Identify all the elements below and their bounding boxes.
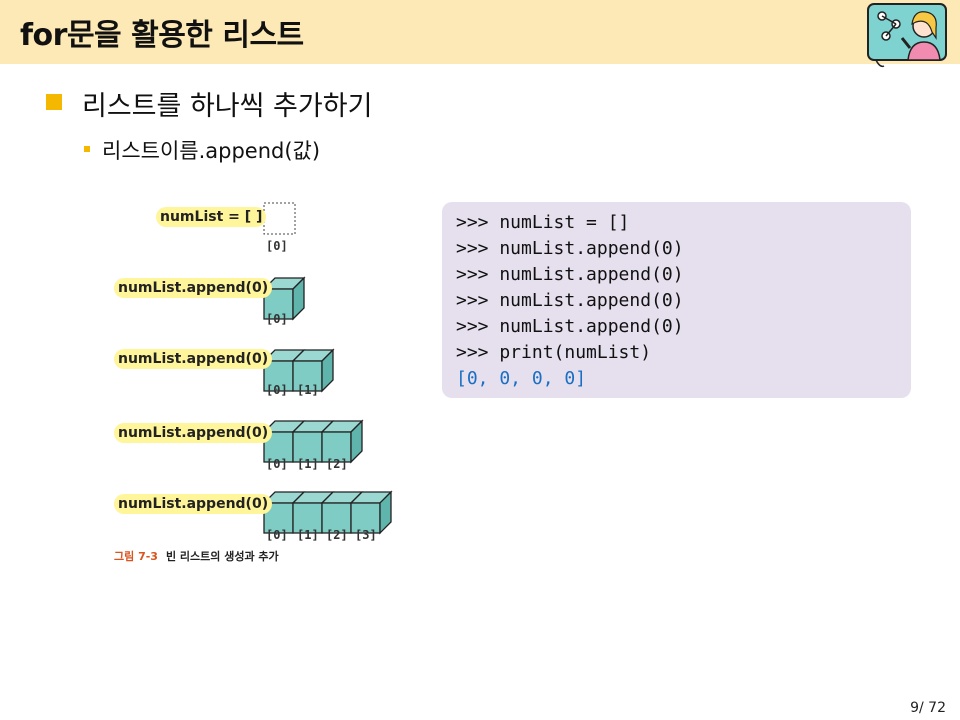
bullet-text-level2: 리스트이름.append(값) [102,139,321,163]
presenter-illustration-icon [867,3,947,68]
code-line: >>> numList.append(0) [456,238,684,259]
list-index-label: [0] [266,457,288,471]
list-element-cube [291,420,335,463]
list-index-label: [1] [297,457,319,471]
list-index-label: [1] [297,528,319,542]
list-element-cube [262,420,306,463]
list-element-cube [320,491,364,534]
list-element-cube [320,419,364,464]
figure-row-label: numList = [ ] [156,207,267,227]
figure-caption-text: 빈 리스트의 생성과 추가 [165,550,279,563]
list-element-cube [291,491,335,534]
code-line: >>> numList = [] [456,212,630,233]
list-index-label: [0] [266,312,288,326]
code-line: >>> numList.append(0) [456,290,684,311]
code-line: >>> numList.append(0) [456,264,684,285]
list-index-label: [0] [266,528,288,542]
figure-row-label: numList.append(0) [114,423,273,443]
bullet-square-small-icon [84,146,90,152]
list-index-label: [0] [266,239,288,253]
list-index-label: [1] [297,383,319,397]
figure-row-label: numList.append(0) [114,349,273,369]
code-block: >>> numList = [] >>> numList.append(0) >… [442,202,911,398]
bullet-text-level1: 리스트를 하나씩 추가하기 [82,91,373,122]
slide-title: for문을 활용한 리스트 [20,18,304,53]
list-element-cube [291,348,335,393]
figure-row-label: numList.append(0) [114,494,273,514]
list-index-label: [3] [355,528,377,542]
slide-header: for문을 활용한 리스트 [0,0,960,64]
bullet-square-icon [46,94,62,110]
list-element-cube [349,490,393,535]
figure-caption: 그림 7-3 빈 리스트의 생성과 추가 [114,548,279,564]
list-index-label: [0] [266,383,288,397]
page-number: 9/ 72 [910,700,946,716]
list-index-label: [2] [326,457,348,471]
empty-list-slot [263,202,296,235]
figure-caption-number: 그림 7-3 [114,550,158,563]
list-index-label: [2] [326,528,348,542]
figure-row-label: numList.append(0) [114,278,273,298]
code-output: [0, 0, 0, 0] [456,368,587,389]
code-line: >>> numList.append(0) [456,316,684,337]
code-line: >>> print(numList) [456,342,652,363]
